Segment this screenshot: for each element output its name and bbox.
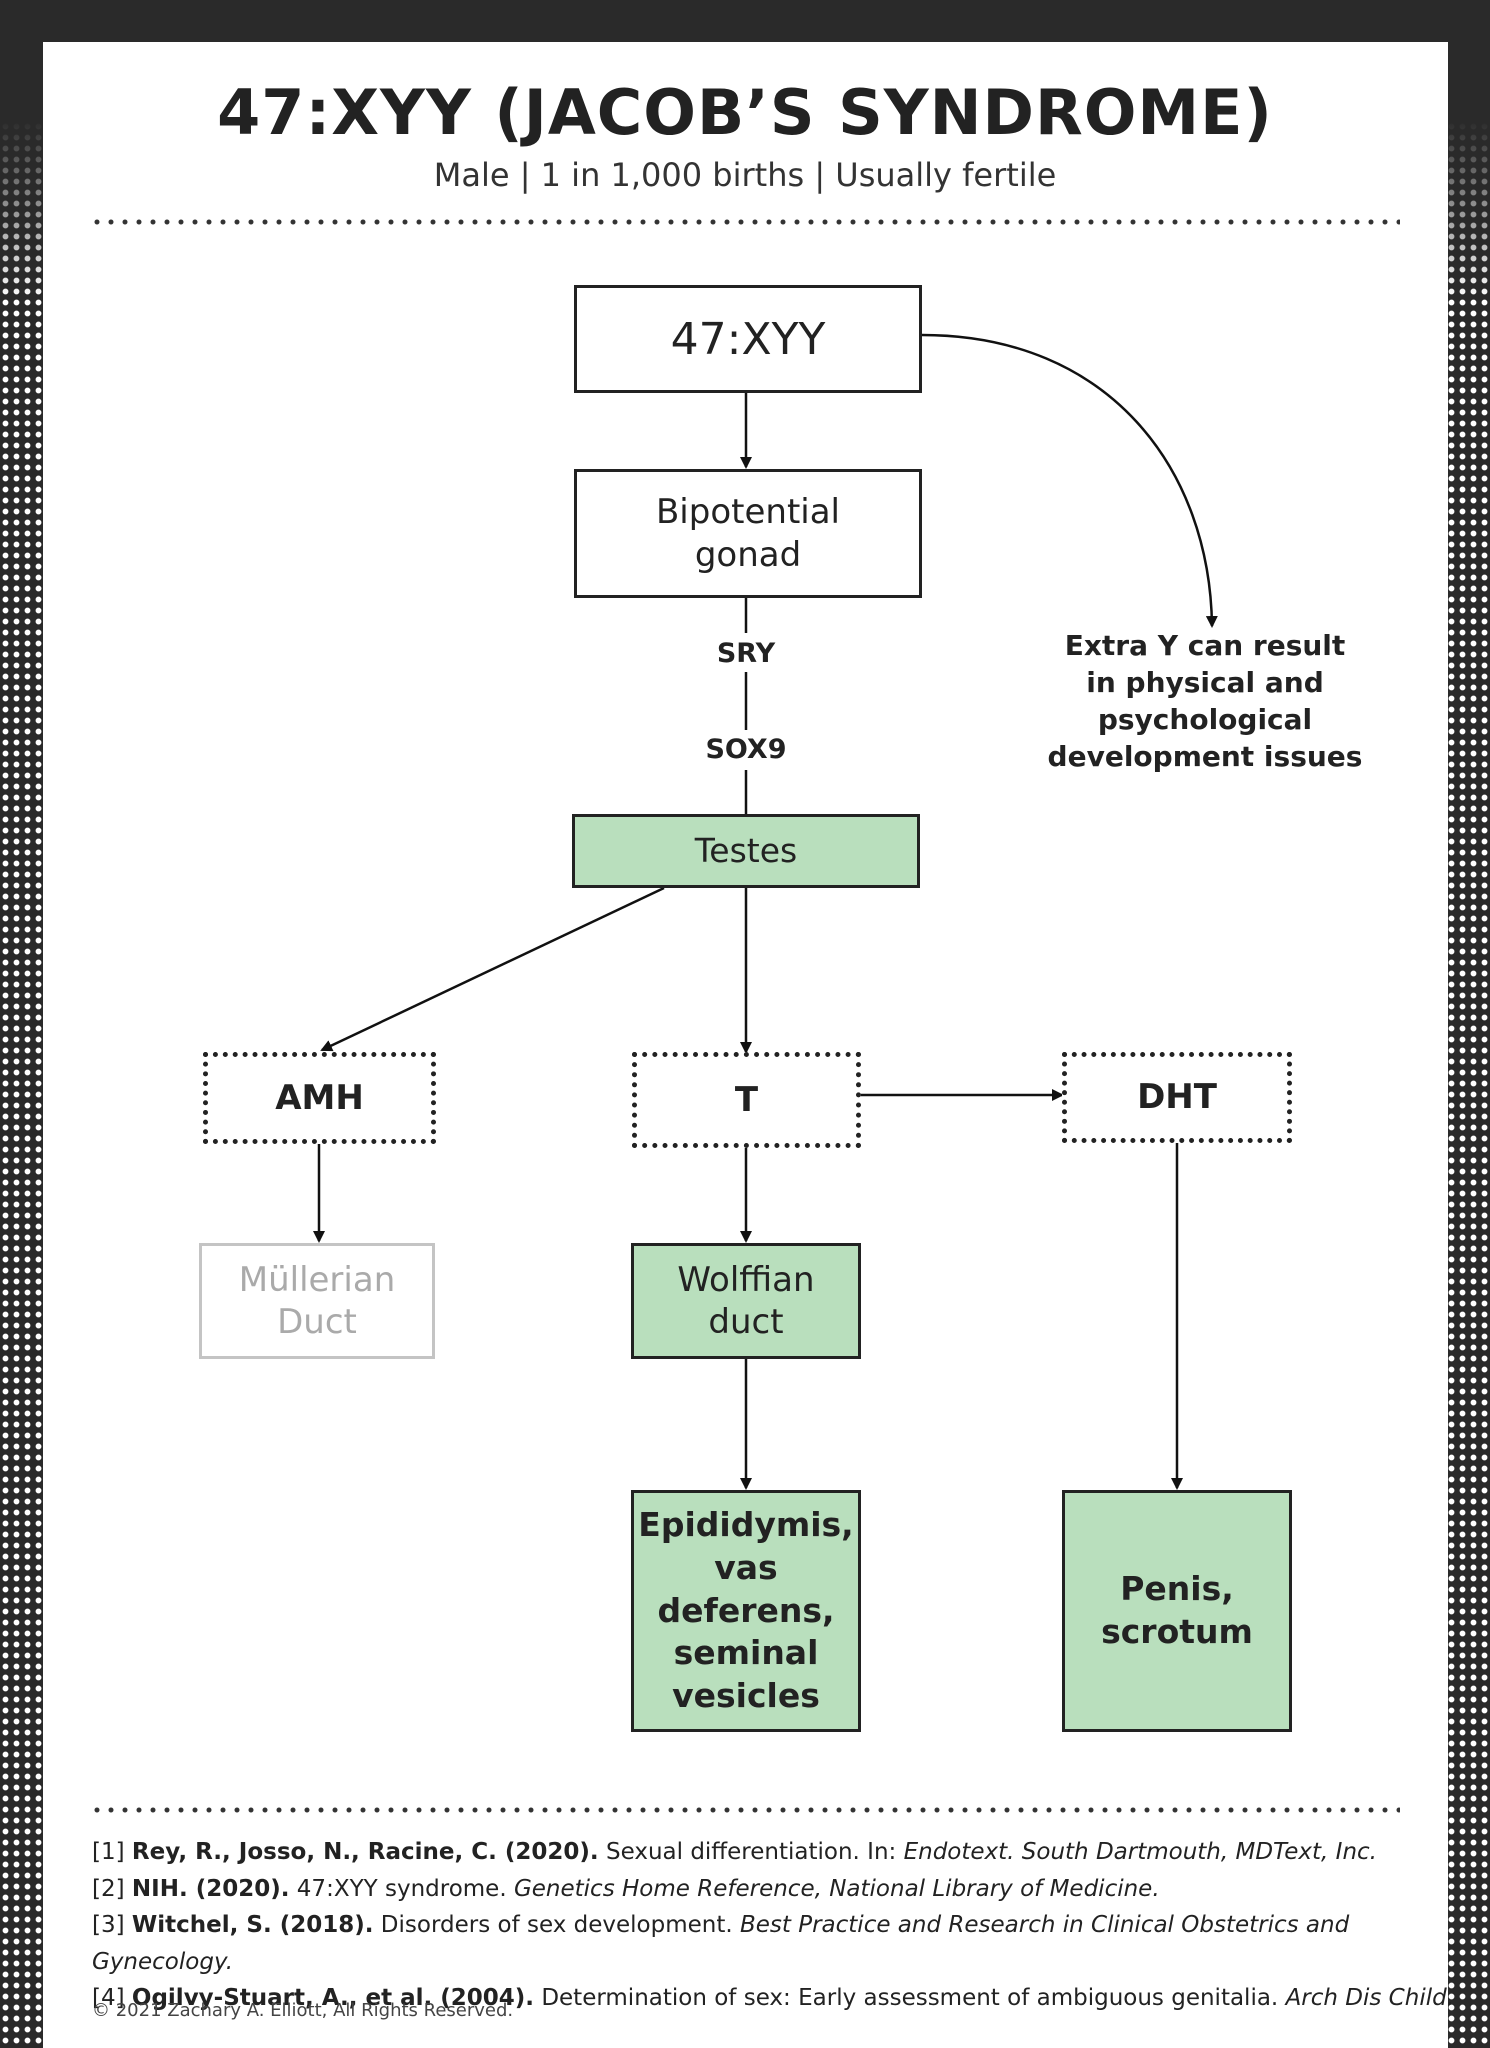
reference-title: 47:XYY syndrome. (296, 1875, 507, 1902)
sry-label: SRY (716, 638, 776, 669)
penis-scrotum-box: Penis, scrotum (1062, 1490, 1292, 1732)
reference-title: Disorders of sex development. (380, 1912, 733, 1938)
dht-box: DHT (1062, 1052, 1292, 1143)
reference-title: Sexual differentiation. In: (605, 1839, 897, 1865)
amh-label: AMH (275, 1077, 364, 1118)
mullerian-duct-box: Müllerian Duct (199, 1243, 435, 1359)
note-line3: psychological (1097, 702, 1313, 736)
sox9-label: SOX9 (705, 734, 787, 765)
note-line4: development issues (1047, 739, 1363, 773)
epid-line2: vas deferens, (657, 1547, 835, 1630)
reference-number: [2] (92, 1875, 125, 1902)
reference-source: Genetics Home Reference, National Librar… (513, 1875, 1160, 1902)
reference-author: Witchel, S. (2018). (131, 1912, 374, 1938)
arrow-genotype-to-note (921, 333, 1218, 628)
reference-author: Ogilvy-Stuart, A., et al. (2004). (131, 1985, 534, 2011)
wolffian-duct-box: Wolffian duct (631, 1243, 861, 1359)
reference-number: [1] (92, 1839, 125, 1865)
t-label: T (734, 1079, 759, 1120)
reference-item: [1] Rey, R., Josso, N., Racine, C. (2020… (92, 1834, 1490, 1871)
reference-item: [4] Ogilvy-Stuart, A., et al. (2004). De… (92, 1980, 1490, 2017)
bipotential-line1: Bipotential (655, 492, 840, 532)
page-subtitle: Male | 1 in 1,000 births | Usually ferti… (433, 156, 1057, 194)
page-title: 47:XYY (JACOB’S SYNDROME) (217, 76, 1273, 149)
wolffian-line1: Wolffian (677, 1259, 815, 1300)
reference-author: NIH. (2020). (131, 1875, 290, 1902)
reference-item: [2] NIH. (2020). 47:XYY syndrome. Geneti… (92, 1871, 1490, 1908)
reference-author: Rey, R., Josso, N., Racine, C. (2020). (131, 1839, 599, 1865)
mullerian-line2: Duct (277, 1302, 357, 1342)
dht-label: DHT (1137, 1077, 1217, 1118)
wolffian-line2: duct (708, 1302, 784, 1342)
references-list: [1] Rey, R., Josso, N., Racine, C. (2020… (92, 1834, 1490, 2017)
testes-box: Testes (572, 814, 920, 888)
halftone-border-right (1446, 0, 1490, 2048)
halftone-border-left (0, 0, 44, 2048)
reference-number: [3] (92, 1912, 125, 1938)
divider-top (90, 219, 1400, 225)
testes-label: Testes (694, 831, 798, 871)
reference-source: Endotext. South Dartmouth, MDText, Inc. (903, 1839, 1377, 1865)
arrow-testes-to-amh (320, 886, 665, 1052)
reference-number: [4] (92, 1985, 125, 2011)
epid-line4: vesicles (672, 1676, 820, 1716)
penis-line1: Penis, (1120, 1569, 1234, 1609)
epididymis-box: Epididymis, vas deferens, seminal vesicl… (631, 1490, 861, 1732)
epid-line3: seminal (673, 1633, 819, 1673)
epid-line1: Epididymis, (638, 1504, 854, 1544)
penis-line2: scrotum (1101, 1612, 1253, 1651)
amh-box: AMH (203, 1052, 436, 1144)
genotype-box: 47:XYY (574, 285, 922, 393)
divider-bottom (90, 1807, 1400, 1813)
bipotential-gonad-box: Bipotential gonad (574, 469, 922, 598)
reference-item: [3] Witchel, S. (2018). Disorders of sex… (92, 1907, 1490, 1980)
genotype-label: 47:XYY (670, 313, 826, 365)
reference-source: Best Practice and Research in Clinical O… (92, 1912, 1350, 1975)
mullerian-line1: Müllerian (238, 1259, 396, 1300)
note-line2: in physical and (1086, 665, 1324, 699)
note-line1: Extra Y can result (1064, 629, 1346, 662)
reference-source: Arch Dis Child. (1285, 1985, 1455, 2011)
extra-y-note: Extra Y can result in physical and psych… (1040, 628, 1370, 776)
t-box: T (632, 1052, 861, 1148)
copyright-notice: © 2021 Zachary A. Elliott, All Rights Re… (92, 2000, 514, 2021)
bipotential-line2: gonad (694, 534, 802, 575)
reference-title: Determination of sex: Early assessment o… (541, 1985, 1279, 2011)
